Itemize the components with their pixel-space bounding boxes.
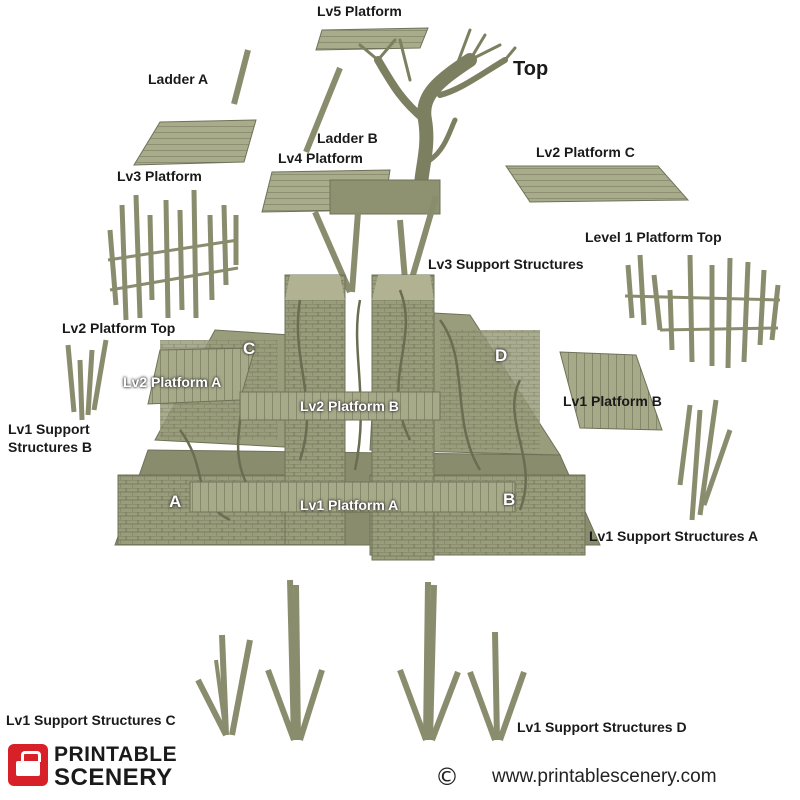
lv1-support-d-piece [397, 581, 527, 742]
copyright-icon: © [435, 763, 459, 791]
label-lv1-platform-b: Lv1 Platform B [563, 393, 662, 409]
label-lv2-platform-b: Lv2 Platform B [300, 398, 399, 414]
ladder-b-piece [303, 66, 343, 154]
label-lv3-platform: Lv3 Platform [117, 168, 202, 184]
printable-scenery-logo: PRINTABLE SCENERY [8, 738, 200, 792]
lv1-support-b-piece [65, 339, 109, 421]
tree-top-piece [358, 28, 517, 207]
label-lv5-platform: Lv5 Platform [317, 3, 402, 19]
label-lv1-support-structures-b: Lv1 Support Structures B [8, 421, 93, 456]
lv2-platform-b-piece [239, 391, 441, 421]
label-lv1-support-structures-c: Lv1 Support Structures C [6, 712, 176, 728]
label-c: C [243, 339, 256, 358]
level1-platform-top-piece [624, 254, 781, 369]
lv3-platform-piece [133, 119, 257, 166]
label-d: D [495, 346, 508, 365]
lv2-platform-c-piece [505, 165, 690, 203]
label-lv4-platform: Lv4 Platform [278, 150, 363, 166]
lv1-support-a-piece [677, 399, 733, 521]
lv1-platform-b-piece [559, 351, 663, 431]
lv2-platform-top-piece [107, 189, 239, 321]
label-ladder-b: Ladder B [317, 130, 378, 146]
label-lv2-platform-a: Lv2 Platform A [123, 374, 222, 390]
label-top: Top [513, 58, 549, 80]
logo-line2: SCENERY [54, 764, 173, 791]
lv5-platform-piece [315, 27, 429, 51]
label-lv3-support-structures: Lv3 Support Structures [428, 256, 584, 272]
label-a: A [169, 492, 182, 511]
lv1-support-c-piece [195, 579, 325, 742]
ladder-a-piece [231, 49, 251, 105]
logo-icon [8, 744, 48, 786]
label-lv1-support-structures-a: Lv1 Support Structures A [589, 528, 759, 544]
label-lv1-support-structures-d: Lv1 Support Structures D [517, 719, 687, 735]
label-lv2-platform-top: Lv2 Platform Top [62, 320, 176, 336]
website-url: www.printablescenery.com [492, 766, 717, 787]
lv1-platform-a-piece [189, 481, 516, 513]
label-b: B [503, 490, 516, 509]
label-ladder-a: Ladder A [148, 71, 209, 87]
logo-line1: PRINTABLE [54, 743, 178, 766]
label-level1-platform-top: Level 1 Platform Top [585, 229, 722, 245]
label-lv1-platform-a: Lv1 Platform A [300, 497, 399, 513]
label-lv2-platform-c: Lv2 Platform C [536, 144, 635, 160]
